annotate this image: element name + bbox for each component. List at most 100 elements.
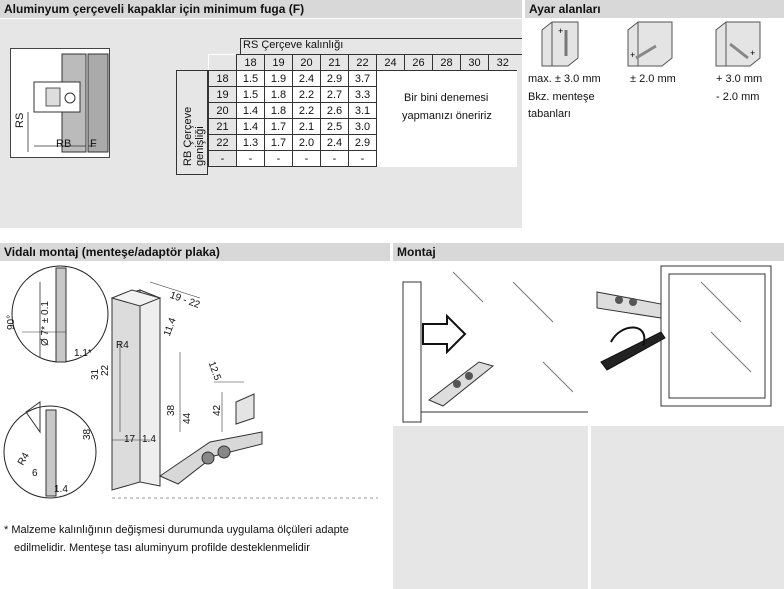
table-cell: 1.8 xyxy=(264,102,293,119)
rb-value: - xyxy=(208,150,237,167)
dim-17: 17 xyxy=(124,434,136,445)
rb-header-cell xyxy=(176,70,208,175)
rs-header: RS Çerçeve kalınlığı xyxy=(243,39,344,51)
dim-44: 44 xyxy=(182,412,193,424)
ayar-value-3b: - 2.0 mm xyxy=(716,91,760,103)
table-cell: 3.0 xyxy=(348,118,377,135)
ayar-sub-2: tabanları xyxy=(528,108,571,120)
dim-1-4-b: 1.4 xyxy=(54,484,68,495)
table-cell: - xyxy=(264,150,293,167)
rs-values-row: 18 19 20 21 22 24 26 28 30 32 xyxy=(208,54,517,71)
fuga-label-rb: RB xyxy=(56,138,72,150)
table-row: 20 1.4 1.8 2.2 2.6 3.1 xyxy=(208,102,517,119)
rs-value: 30 xyxy=(460,54,489,71)
montaj-step-2-drawing xyxy=(596,265,772,407)
table-cell: 2.9 xyxy=(348,134,377,151)
ayar-sub-1: Bkz. menteşe xyxy=(528,91,595,103)
table-note-line1: Bir bini denemesi xyxy=(404,92,489,104)
svg-text:+: + xyxy=(750,48,755,58)
table-cell: 2.4 xyxy=(292,70,321,87)
rs-value: 22 xyxy=(348,54,377,71)
rs-value: 18 xyxy=(236,54,265,71)
fuga-panel-header: Aluminyum çerçeveli kapaklar için minimu… xyxy=(0,0,522,18)
fuga-diagram-drawing xyxy=(27,53,109,153)
table-cell: 2.2 xyxy=(292,86,321,103)
table-cell: 2.1 xyxy=(292,118,321,135)
rb-value: 20 xyxy=(208,102,237,119)
dim-hole-diameter: Ø 7* ± 0.1 xyxy=(40,301,51,346)
depth-adjust-icon: + xyxy=(541,21,579,67)
footnote-line1: * Malzeme kalınlığının değişmesi durumun… xyxy=(4,524,349,536)
vidali-panel-title: Vidalı montaj (menteşe/adaptör plaka) xyxy=(4,245,220,259)
dim-1-1: 1.1* xyxy=(74,348,92,359)
rs-value: 24 xyxy=(376,54,405,71)
dim-22: 22 xyxy=(100,364,111,376)
table-cell: 1.7 xyxy=(264,134,293,151)
table-cell: 1.5 xyxy=(236,70,265,87)
table-row: 19 1.5 1.8 2.2 2.7 3.3 xyxy=(208,86,517,103)
montaj-panel-header: Montaj xyxy=(393,243,784,261)
svg-text:+: + xyxy=(630,50,635,60)
rs-value: 20 xyxy=(292,54,321,71)
rs-value: 32 xyxy=(488,54,517,71)
rs-value: 26 xyxy=(404,54,433,71)
montaj-panel-title: Montaj xyxy=(397,245,436,259)
dim-1-4-a: 1.4 xyxy=(142,434,156,445)
dim-38-b: 38 xyxy=(82,428,93,440)
table-cell: - xyxy=(236,150,265,167)
table-note-line2: yapmanızı öneririz xyxy=(402,110,492,122)
height-adjust-icon: + xyxy=(715,21,761,67)
fuga-label-rs: RS xyxy=(14,112,26,128)
rb-value: 21 xyxy=(208,118,237,135)
rb-value: 18 xyxy=(208,70,237,87)
table-cell: 1.9 xyxy=(264,70,293,87)
rs-value: 21 xyxy=(320,54,349,71)
ayar-value-3a: + 3.0 mm xyxy=(716,73,763,85)
table-row: 21 1.4 1.7 2.1 2.5 3.0 xyxy=(208,118,517,135)
table-row: 18 1.5 1.9 2.4 2.9 3.7 xyxy=(208,70,517,167)
ayar-value-1: max. ± 3.0 mm xyxy=(528,73,601,85)
fuga-label-f: F xyxy=(90,138,97,150)
rs-value: 19 xyxy=(264,54,293,71)
table-cell: 3.1 xyxy=(348,102,377,119)
table-cell: 1.7 xyxy=(264,118,293,135)
rs-value: 28 xyxy=(432,54,461,71)
dim-38-a: 38 xyxy=(166,404,177,416)
table-cell: 2.2 xyxy=(292,102,321,119)
montaj-step-1-drawing xyxy=(402,271,588,423)
rb-header: RB Çerçeve genişliği xyxy=(182,106,206,166)
dim-r4-top: R4 xyxy=(116,340,129,351)
table-cell: 1.3 xyxy=(236,134,265,151)
table-cell: 1.8 xyxy=(264,86,293,103)
fuga-panel-title: Aluminyum çerçeveli kapaklar için minimu… xyxy=(4,2,305,16)
table-cell: 3.3 xyxy=(348,86,377,103)
ayar-panel-header: Ayar alanları xyxy=(525,0,784,18)
table-cell: 1.4 xyxy=(236,118,265,135)
adjustment-icons: + + + xyxy=(541,21,761,67)
table-cell: 2.5 xyxy=(320,118,349,135)
table-cell: 2.9 xyxy=(320,70,349,87)
table-cell: 2.4 xyxy=(320,134,349,151)
ayar-value-2: ± 2.0 mm xyxy=(630,73,676,85)
vidali-drawing xyxy=(3,265,378,499)
side-adjust-icon: + xyxy=(627,21,673,67)
dim-42: 42 xyxy=(212,404,223,416)
montaj-empty-3 xyxy=(393,426,588,589)
table-cell: - xyxy=(292,150,321,167)
table-cell: 2.7 xyxy=(320,86,349,103)
table-row: - - - - - - xyxy=(208,150,517,167)
table-cell: - xyxy=(348,150,377,167)
dim-6: 6 xyxy=(32,468,38,479)
table-cell: - xyxy=(320,150,349,167)
ayar-panel-title: Ayar alanları xyxy=(529,2,601,16)
footnote-line2: edilmelidir. Menteşe tası aluminyum prof… xyxy=(14,542,310,554)
rb-value: 22 xyxy=(208,134,237,151)
montaj-empty-4 xyxy=(591,426,784,589)
table-cell: 2.0 xyxy=(292,134,321,151)
vidali-panel-header: Vidalı montaj (menteşe/adaptör plaka) xyxy=(0,243,390,261)
table-cell: 2.6 xyxy=(320,102,349,119)
svg-text:+: + xyxy=(558,26,563,36)
dim-90: 90° xyxy=(6,314,17,330)
table-cell: 3.7 xyxy=(348,70,377,87)
table-cell: 1.5 xyxy=(236,86,265,103)
